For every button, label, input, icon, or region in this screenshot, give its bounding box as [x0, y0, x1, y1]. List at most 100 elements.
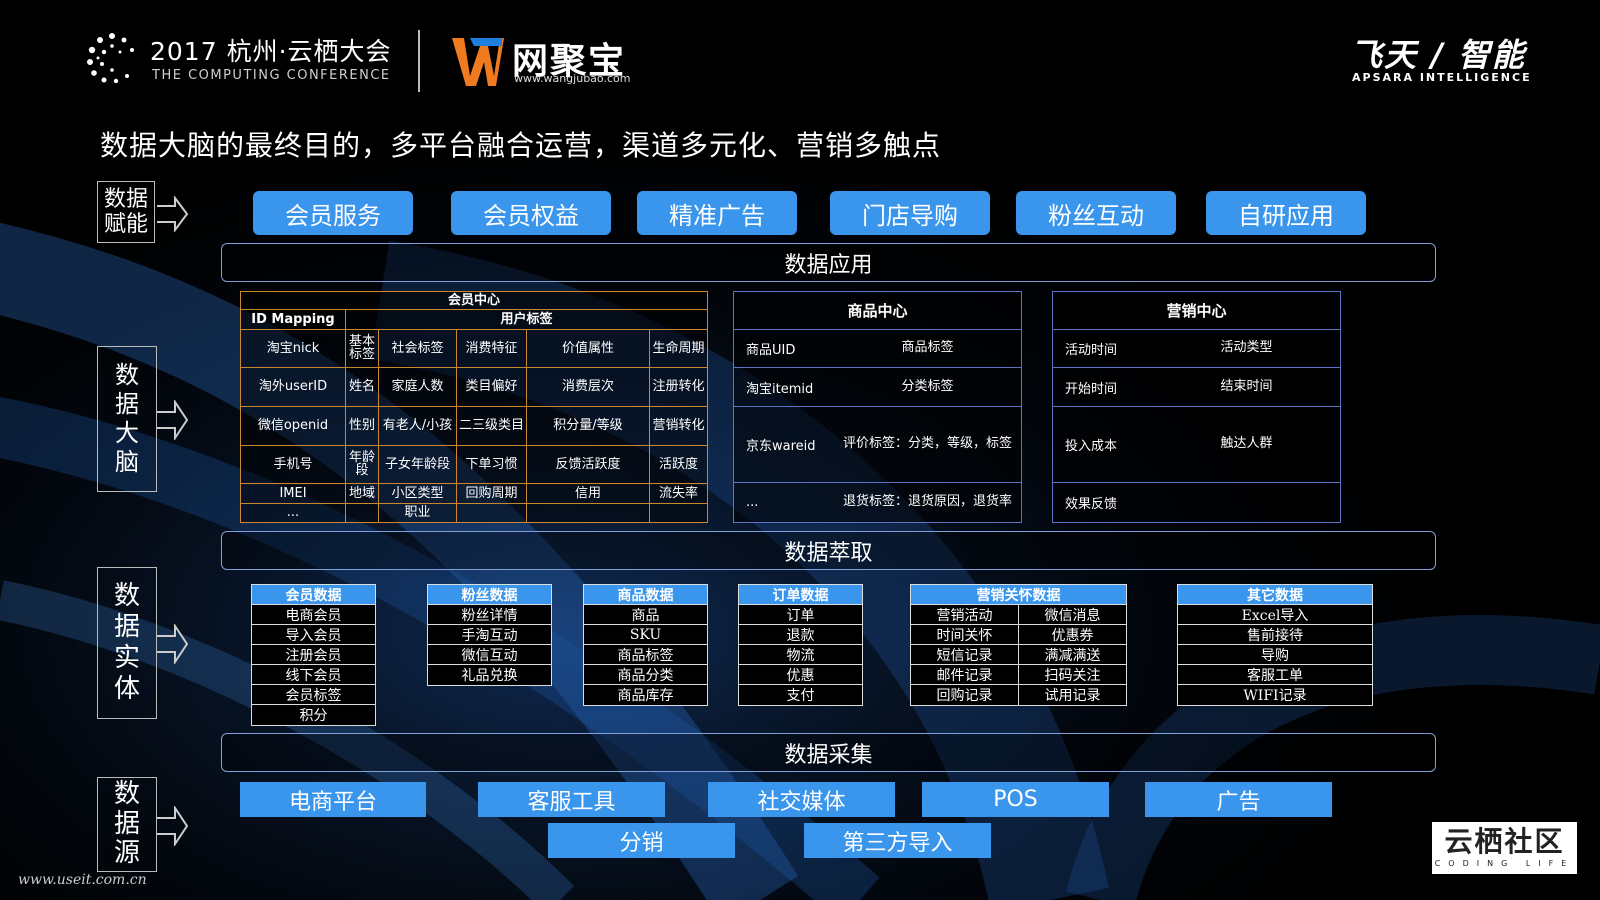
- list-item: 积分: [299, 708, 328, 724]
- side-label-source: 数据源: [97, 777, 157, 872]
- cell-text: 京东wareid: [746, 439, 816, 454]
- list-item: 粉丝详情: [428, 605, 551, 625]
- app-self-developed: 自研应用: [1206, 191, 1366, 235]
- list-item: 导入会员: [252, 625, 375, 645]
- chevron-right-icon: [157, 400, 189, 440]
- table-cell: 消费层次: [526, 367, 650, 407]
- list-item: 支付: [786, 688, 815, 704]
- table-cell: [648, 502, 709, 524]
- table-cell: 性别: [345, 405, 379, 446]
- user-tags-header: 用户标签: [344, 309, 709, 330]
- list-item: 商品: [584, 605, 707, 625]
- cell-text: 优惠券: [1051, 627, 1094, 644]
- table-cell: IMEI: [240, 483, 346, 504]
- chevron-right-icon: [157, 806, 189, 846]
- list-item: 短信记录 满减满送: [911, 645, 1126, 665]
- page-headline: 数据大脑的最终目的，多平台融合运营，渠道多元化、营销多触点: [100, 129, 942, 162]
- side-label-entity: 数据实体: [97, 567, 157, 719]
- table-cell: 回购周期: [456, 483, 527, 504]
- list-item: 售前接待: [1178, 625, 1372, 645]
- table-cell: 生命周期: [648, 328, 709, 369]
- cell-text: 商品UID: [746, 343, 796, 358]
- table-cell: [456, 502, 527, 524]
- cell-text: 触达人群: [1220, 436, 1273, 452]
- source-distribution: 分销: [548, 823, 735, 858]
- table-cell: 小区类型: [378, 483, 457, 504]
- list-item: 时间关怀 优惠券: [911, 625, 1126, 645]
- marketing-center-title: 营销中心: [1053, 292, 1340, 330]
- source-third-party: 第三方导入: [804, 823, 991, 858]
- table-cell: 反馈活跃度: [526, 444, 650, 485]
- header-divider: [418, 30, 420, 92]
- table-cell: 微信openid: [240, 405, 346, 446]
- app-store-guide: 门店导购: [830, 191, 990, 235]
- list-item: 客服工单: [1178, 665, 1372, 685]
- list-item: 邮件记录 扫码关注: [911, 665, 1126, 685]
- entity-title: 商品数据: [584, 585, 707, 605]
- community-subtitle: CODING LIFE: [1434, 859, 1575, 868]
- cell-text: 评价标签：分类，等级，标签: [842, 436, 1012, 452]
- member-center-title: 会员中心: [239, 290, 709, 311]
- list-item: 线下会员: [252, 665, 375, 685]
- cell-text: ...: [746, 494, 759, 510]
- table-cell: 消费特征: [456, 328, 527, 369]
- list-item: SKU: [584, 625, 707, 645]
- app-member-rights: 会员权益: [451, 191, 611, 235]
- cell-text: 回购记录: [911, 685, 1019, 705]
- entity-title: 会员数据: [252, 585, 375, 605]
- table-cell: 价值属性: [526, 328, 650, 369]
- table-cell: 二三级类目: [456, 405, 527, 446]
- cell-text: 淘宝itemid: [746, 381, 814, 397]
- table-cell: 基本标签: [345, 328, 379, 369]
- cell-text: 满减满送: [1044, 647, 1101, 664]
- cell-text: 活动时间: [1065, 343, 1118, 358]
- brand-name: 网聚宝: [512, 41, 627, 82]
- entity-member-table: 会员数据 电商会员 导入会员 注册会员 线下会员 会员标签 积分: [251, 584, 376, 726]
- source-ads: 广告: [1145, 782, 1332, 817]
- table-cell: 年龄段: [345, 444, 379, 485]
- cell-text: 结束时间: [1220, 378, 1273, 394]
- table-cell: 积分量/等级: [526, 405, 650, 446]
- list-item: 商品库存: [617, 688, 674, 704]
- cell-text: 试用记录: [1044, 688, 1101, 704]
- table-cell: 社会标签: [378, 328, 457, 369]
- list-item: 效果反馈: [1053, 483, 1340, 521]
- yunqi-logo-icon: [87, 33, 134, 84]
- cell-text: 邮件记录: [911, 665, 1019, 684]
- cell-text: 微信消息: [1044, 607, 1101, 624]
- band-data-collection: 数据采集: [221, 733, 1436, 772]
- cell-text: 开始时间: [1065, 381, 1118, 397]
- list-item: 活动时间 活动类型: [1053, 330, 1340, 368]
- conference-subtitle: THE COMPUTING CONFERENCE: [152, 68, 391, 83]
- entity-title: 粉丝数据: [428, 585, 551, 605]
- entity-title: 订单数据: [739, 585, 862, 605]
- side-label-empower: 数据赋能: [97, 181, 155, 243]
- table-cell: ...: [240, 502, 346, 524]
- wangjubao-logo-icon: [452, 38, 504, 86]
- list-item: 导购: [1178, 645, 1372, 665]
- community-name: 云栖社区: [1444, 825, 1565, 858]
- source-cs-tools: 客服工具: [478, 782, 665, 817]
- partner-title: 飞天 / 智能: [1350, 36, 1526, 74]
- marketing-center-panel: 营销中心 活动时间 活动类型 开始时间 结束时间 投入成本 触达人群 效果反馈: [1052, 291, 1341, 523]
- list-item: 注册会员: [252, 645, 375, 665]
- table-cell: 淘外userID: [240, 367, 346, 407]
- list-item: Excel导入: [1178, 605, 1372, 625]
- side-label-brain-text: 数据大脑: [115, 361, 139, 476]
- cell-text: 效果反馈: [1065, 496, 1118, 512]
- entity-order-table: 订单数据 订单 退款 物流 优惠 支付: [738, 584, 863, 706]
- band-data-application: 数据应用: [221, 243, 1436, 282]
- list-item: 退款: [739, 625, 862, 645]
- list-item: 商品分类: [584, 665, 707, 685]
- conference-title: 2017 杭州·云栖大会: [150, 37, 392, 66]
- app-precise-ads: 精准广告: [637, 191, 797, 235]
- list-item: 投入成本 触达人群: [1053, 407, 1340, 483]
- side-label-source-text: 数据源: [113, 778, 140, 869]
- table-cell: 地域: [345, 483, 379, 504]
- entity-other-table: 其它数据 Excel导入 售前接待 导购 客服工单 WIFI记录: [1177, 584, 1373, 706]
- id-mapping-header: ID Mapping: [240, 309, 346, 330]
- watermark-text: www.useit.com.cn: [18, 872, 147, 888]
- table-cell: 注册转化: [648, 367, 709, 407]
- table-cell: 下单习惯: [456, 444, 527, 485]
- list-item: 订单: [739, 605, 862, 625]
